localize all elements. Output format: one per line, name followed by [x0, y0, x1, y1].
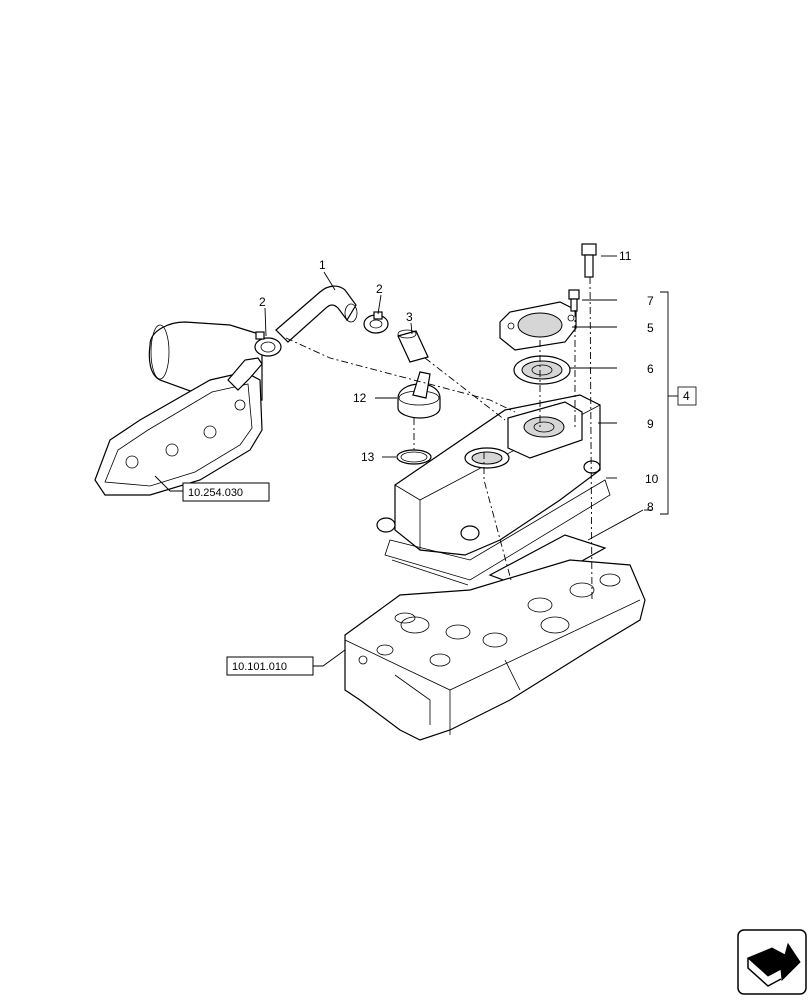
reference-box-exhaust-manifold[interactable]: 10.254.030 — [182, 482, 270, 502]
callout-3: 3 — [406, 310, 413, 324]
cylinder-head-part — [344, 559, 646, 741]
callout-8: 8 — [647, 500, 654, 514]
reference-label-cylinder-head: 10.101.010 — [232, 661, 287, 673]
callout-7: 7 — [647, 294, 654, 308]
callout-labels: 1 2 2 3 5 6 7 8 9 10 11 12 13 4 — [259, 249, 697, 514]
assembly-lines — [285, 276, 593, 601]
callout-10: 10 — [645, 472, 659, 486]
o-ring — [396, 449, 432, 465]
callout-2-left: 2 — [259, 295, 266, 309]
callout-12: 12 — [353, 391, 367, 405]
callout-13: 13 — [361, 450, 375, 464]
callout-1: 1 — [319, 258, 326, 272]
bolt — [581, 243, 597, 278]
rocker-cover — [376, 394, 601, 556]
callout-2-right: 2 — [376, 282, 383, 296]
callout-6: 6 — [647, 362, 654, 376]
callout-9: 9 — [647, 417, 654, 431]
diaphragm — [513, 355, 571, 385]
callout-4-box — [677, 386, 697, 406]
connector-tube — [397, 329, 429, 363]
reference-box-cylinder-head[interactable]: 10.101.010 — [226, 656, 314, 676]
exhaust-manifold-part — [94, 321, 263, 496]
breather-cover — [499, 301, 577, 351]
callout-11: 11 — [619, 249, 632, 263]
callout-4: 4 — [683, 389, 690, 403]
breather-hose — [275, 285, 358, 343]
reference-label-exhaust-manifold: 10.254.030 — [188, 487, 243, 499]
next-page-arrow-icon[interactable] — [737, 929, 807, 995]
cover-gasket — [384, 479, 611, 586]
callout-5: 5 — [647, 321, 654, 335]
oil-filler-cap — [397, 371, 441, 419]
screw — [568, 289, 580, 312]
hose-clamp-left — [254, 331, 282, 357]
hose-clamp-right — [363, 311, 389, 334]
leader-lines — [154, 255, 678, 667]
